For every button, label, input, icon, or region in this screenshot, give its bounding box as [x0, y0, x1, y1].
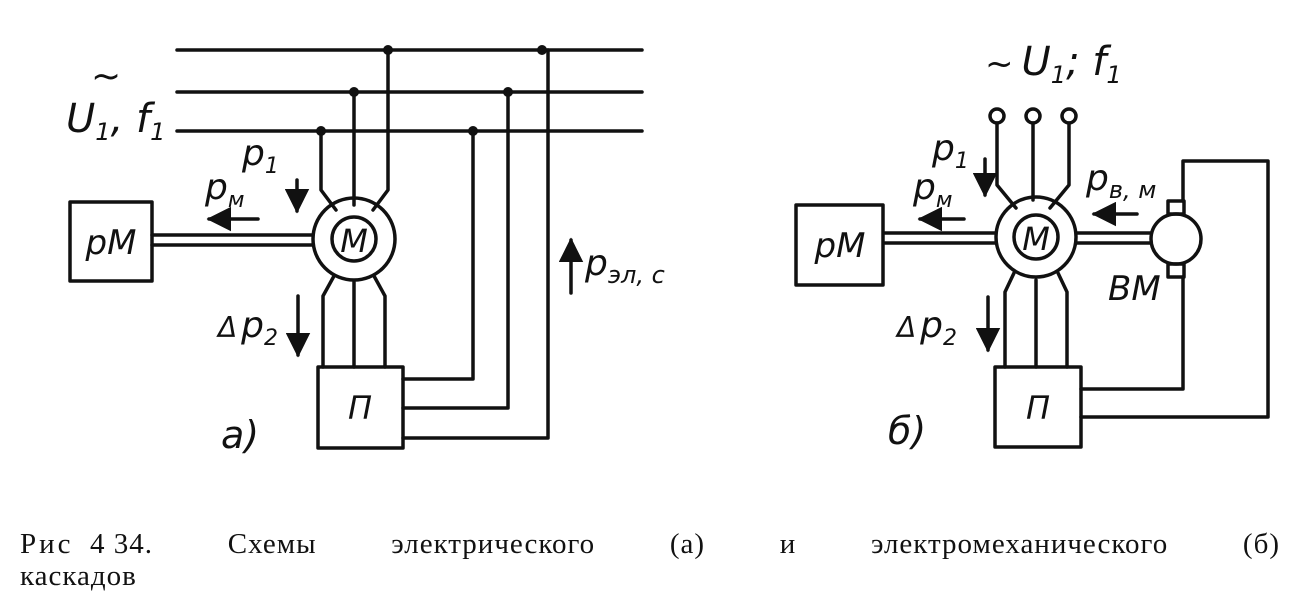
stator-lead-b1 — [995, 121, 1018, 210]
caption-word-2: электрического — [391, 528, 596, 560]
pm-label-a: pм — [204, 167, 244, 213]
pel-label-a: pэл, с — [584, 243, 665, 289]
caption-word-6: (б) — [1242, 528, 1280, 560]
caption-head: Рис 4 34. — [20, 528, 154, 560]
terminal-1 — [988, 107, 1006, 125]
panel-label-b: б) — [888, 409, 926, 453]
supply-mark-a: ~ — [91, 56, 121, 97]
panel-label-a: а) — [221, 413, 259, 457]
pm-label-b: pм — [912, 167, 952, 213]
stator-lead-1 — [319, 129, 338, 212]
motor-label-b: М — [1022, 220, 1050, 258]
stator-lead-3 — [371, 48, 390, 212]
caption-line-1: Рис 4 34. Схемы электрического (а) и эле… — [20, 528, 1280, 560]
terminal-3 — [1060, 107, 1078, 125]
terminal-2 — [1024, 107, 1042, 125]
load-label-a: рМ — [85, 223, 137, 263]
rotor-lead-3 — [372, 274, 387, 369]
stator-lead-b3 — [1048, 121, 1071, 210]
caption-line-2: каскадов — [20, 560, 137, 592]
feeder-1 — [401, 129, 475, 381]
dc-link-2 — [1079, 159, 1270, 419]
rotor-lead-1 — [321, 274, 336, 369]
aux-brush-top — [1166, 199, 1186, 216]
rotor-lead-b3 — [1056, 271, 1069, 369]
converter-label-b: П — [1026, 389, 1050, 427]
aux-machine-label: ВМ — [1108, 269, 1161, 309]
supply-label-a: U1, f1 — [66, 96, 165, 146]
rotor-lead-b1 — [1003, 271, 1016, 369]
load-box-a — [68, 200, 154, 283]
caption-word-1: Схемы — [227, 528, 317, 560]
load-label-b: рМ — [814, 226, 866, 266]
p1-label-b: p1 — [931, 128, 969, 174]
p1-label-a: p1 — [241, 133, 279, 179]
converter-box-b — [993, 365, 1083, 449]
motor-label-a: М — [340, 222, 368, 260]
converter-label-a: П — [348, 389, 372, 427]
diagram-a — [68, 45, 644, 450]
caption-word-5: электромеханического — [871, 528, 1169, 560]
motor-outer-ring — [311, 196, 397, 282]
diagram-b — [794, 107, 1270, 449]
feeder-3 — [401, 48, 550, 440]
load-box-b — [794, 203, 885, 287]
motor-outer-ring-b — [994, 195, 1078, 279]
aux-brush-bottom — [1166, 262, 1186, 279]
supply-label-b: ~U1; f1 — [985, 39, 1122, 89]
motor-inner-ring — [330, 215, 378, 263]
feeder-2 — [401, 90, 510, 410]
caption-word-4: и — [779, 528, 797, 560]
dc-link-1 — [1079, 275, 1185, 391]
motor-inner-ring-b — [1012, 213, 1060, 261]
figure-caption: Рис 4 34. Схемы электрического (а) и эле… — [20, 528, 1280, 592]
pvm-label-b: pв, м — [1085, 158, 1156, 204]
caption-word-3: (а) — [669, 528, 706, 560]
aux-machine — [1149, 212, 1203, 266]
